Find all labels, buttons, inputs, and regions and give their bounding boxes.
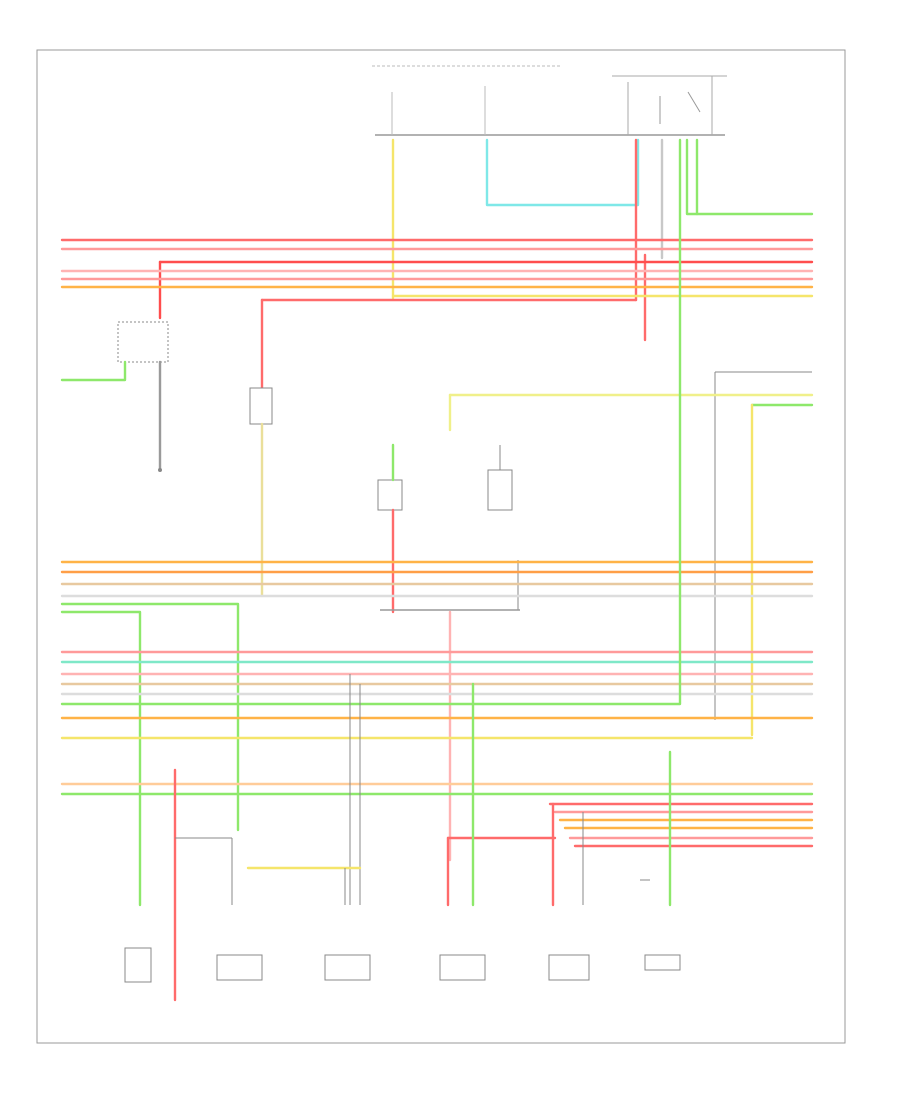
upper-bus <box>60 238 814 390</box>
bottom-drops <box>173 674 672 1002</box>
top-feeds <box>391 138 814 342</box>
center-left-module <box>249 387 273 598</box>
lower-bus <box>60 138 814 848</box>
bottom-components <box>124 947 681 983</box>
fuse-panel <box>372 65 727 136</box>
left-relay <box>60 321 169 472</box>
middle-bus <box>60 560 814 907</box>
diagram-frame <box>36 49 846 1044</box>
